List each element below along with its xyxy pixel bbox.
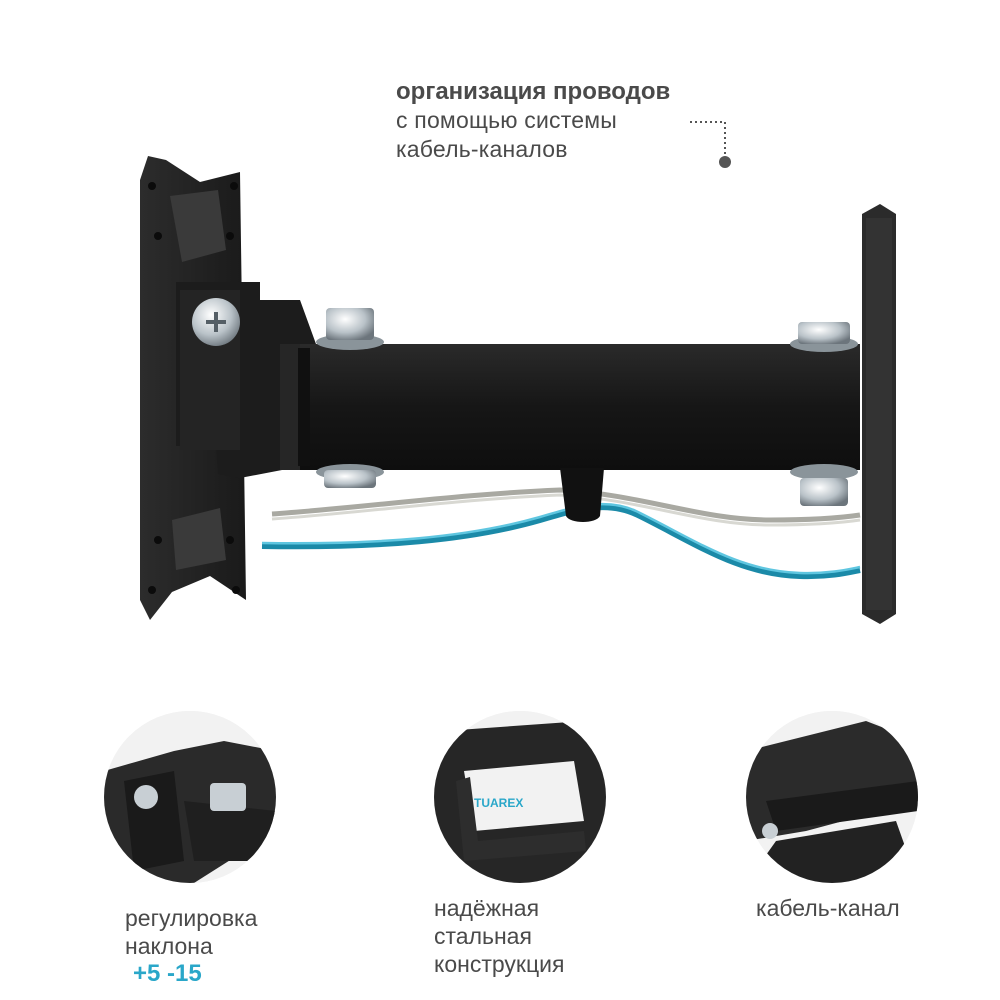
callout-pointer: [690, 121, 731, 168]
steel-caption-line-2: стальная: [434, 923, 532, 949]
cable-channel-caption-line-1: кабель-канал: [756, 895, 900, 921]
steel-caption-line-1: надёжная: [434, 895, 540, 921]
cable-channel-closeup-image: [746, 711, 918, 883]
callout-title: организация проводов: [396, 78, 671, 105]
tilt-closeup-image: [104, 711, 276, 883]
cable-channel-caption: кабель-канал: [756, 894, 956, 922]
wall-mount-bracket-image: [140, 156, 896, 624]
arm: [280, 308, 860, 522]
tilt-caption-line-1: регулировка: [125, 905, 258, 931]
steel-frame-closeup-image: TUAREX: [434, 711, 606, 883]
cable-clip: [560, 468, 604, 522]
tilt-caption-line-2: наклона: [125, 933, 213, 959]
tuarex-logo: TUAREX: [474, 796, 523, 810]
tilt-range: +5 -15: [133, 960, 202, 987]
steel-caption-line-3: конструкция: [434, 951, 565, 977]
tilt-caption: регулировка наклона +5 -15: [125, 904, 325, 988]
cables: [261, 487, 861, 580]
callout-line-2: с помощью системы: [396, 107, 617, 133]
arm-bolts: [316, 308, 858, 506]
wall-plate: [862, 204, 896, 624]
callout-line-3: кабель-каналов: [396, 136, 568, 162]
cable-management-callout: организация проводов с помощью системы к…: [396, 78, 716, 164]
steel-caption: надёжная стальная конструкция: [434, 894, 654, 978]
tv-plate: [140, 156, 316, 620]
